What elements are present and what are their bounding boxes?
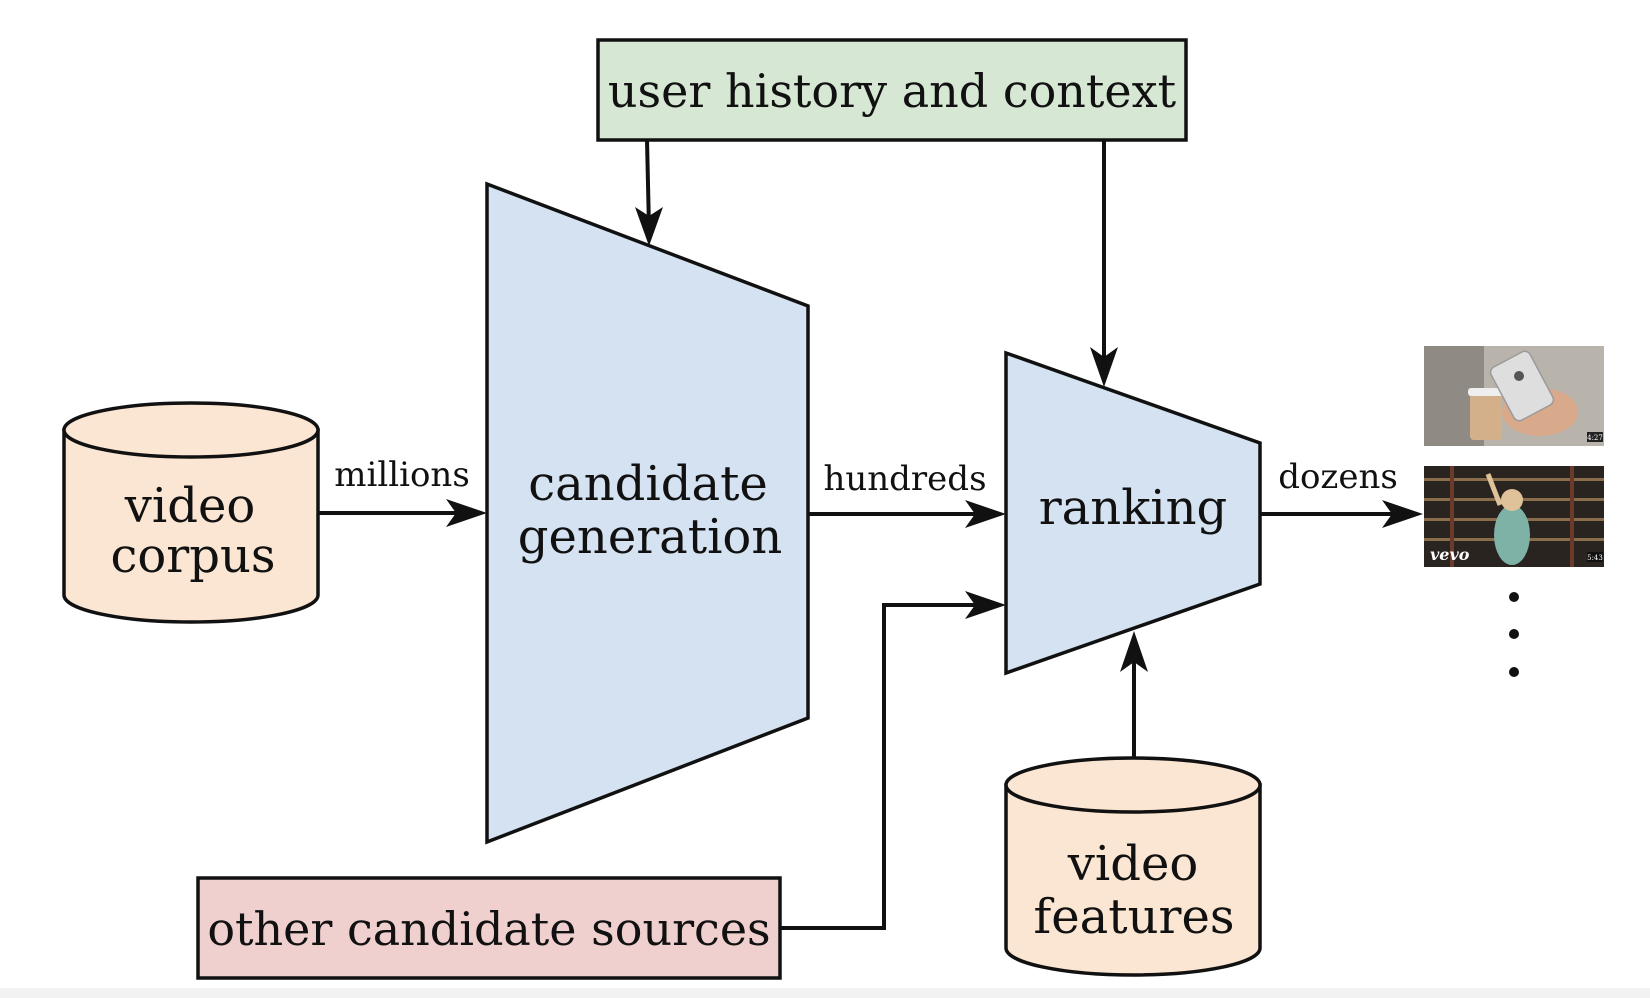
thumbnail-2-duration-bg	[1587, 552, 1603, 562]
video-features-cylinder: video features	[1004, 756, 1262, 977]
thumbnail-2-dancer-body	[1494, 505, 1530, 565]
other-sources-box: other candidate sources	[196, 876, 782, 980]
thumbnail-1-phone	[1489, 350, 1555, 422]
video-features-top	[1004, 756, 1262, 814]
candidate-generation-node: candidate generation	[485, 181, 810, 845]
ranking-trapezoid	[1004, 350, 1262, 676]
thumbnail-1-phone-camera	[1514, 371, 1524, 381]
user-history-box: user history and context	[596, 38, 1188, 142]
thumbnail-2-dancer-arm	[1485, 473, 1503, 506]
video-corpus-line1: video	[124, 478, 256, 534]
thumbnail-2: vevo 5:43	[1424, 466, 1604, 567]
video-features-body	[1004, 783, 1262, 977]
user-history-rect	[596, 38, 1188, 142]
ellipsis-dot-1	[1509, 592, 1519, 602]
other-sources-rect	[196, 876, 782, 980]
edge-label-millions: millions	[334, 455, 470, 495]
ranking-label: ranking	[1039, 480, 1228, 536]
thumbnail-2-duration: 5:43	[1587, 554, 1603, 562]
ellipsis-dot-3	[1509, 667, 1519, 677]
video-corpus-cylinder: video corpus	[62, 401, 320, 624]
video-features-line1: video	[1067, 836, 1199, 892]
edge-label-hundreds: hundreds	[823, 459, 986, 499]
thumbnail-1-coffee-cup	[1470, 392, 1502, 440]
ranking-node: ranking	[1004, 350, 1262, 676]
arrow-other-to-ranking	[780, 603, 986, 930]
candidate-generation-line1: candidate	[528, 456, 768, 512]
video-corpus-body	[62, 428, 320, 624]
arrowhead-history-to-candidate	[635, 207, 663, 246]
arrowhead-history-to-ranking	[1090, 347, 1118, 387]
video-corpus-top	[62, 401, 320, 459]
arrowhead-ranking-to-results	[1382, 500, 1423, 528]
arrowhead-features-to-ranking	[1120, 631, 1148, 672]
video-corpus-line2: corpus	[111, 528, 276, 584]
thumbnail-2-post-1	[1450, 466, 1454, 567]
candidate-generation-line2: generation	[518, 509, 782, 565]
thumbnail-2-vevo-logo: vevo	[1430, 545, 1470, 564]
video-features-line2: features	[1034, 889, 1235, 945]
thumbnail-2-stripe-1	[1424, 478, 1604, 481]
ellipsis-dot-2	[1509, 629, 1519, 639]
arrowhead-corpus-to-candidate	[446, 499, 487, 527]
thumbnail-2-dancer-head	[1501, 489, 1523, 511]
user-history-label: user history and context	[608, 64, 1177, 118]
edge-label-dozens: dozens	[1278, 457, 1398, 497]
bottom-band	[0, 988, 1650, 998]
arrow-history-to-candidate	[645, 139, 651, 229]
arrowhead-other-to-ranking	[965, 591, 1006, 619]
candidate-generation-trapezoid	[485, 181, 810, 845]
thumbnail-1-duration: 4:27	[1587, 434, 1603, 442]
arrowhead-candidate-to-ranking	[965, 500, 1006, 528]
thumbnail-1-coffee-lid	[1468, 388, 1504, 396]
thumbnail-1-duration-bg	[1587, 432, 1603, 442]
connector-arrows	[318, 139, 1423, 930]
thumbnail-2-post-2	[1570, 466, 1574, 567]
more-results-ellipsis	[1509, 592, 1519, 677]
other-sources-label: other candidate sources	[207, 902, 770, 956]
thumbnail-1: 4:27	[1424, 346, 1604, 446]
